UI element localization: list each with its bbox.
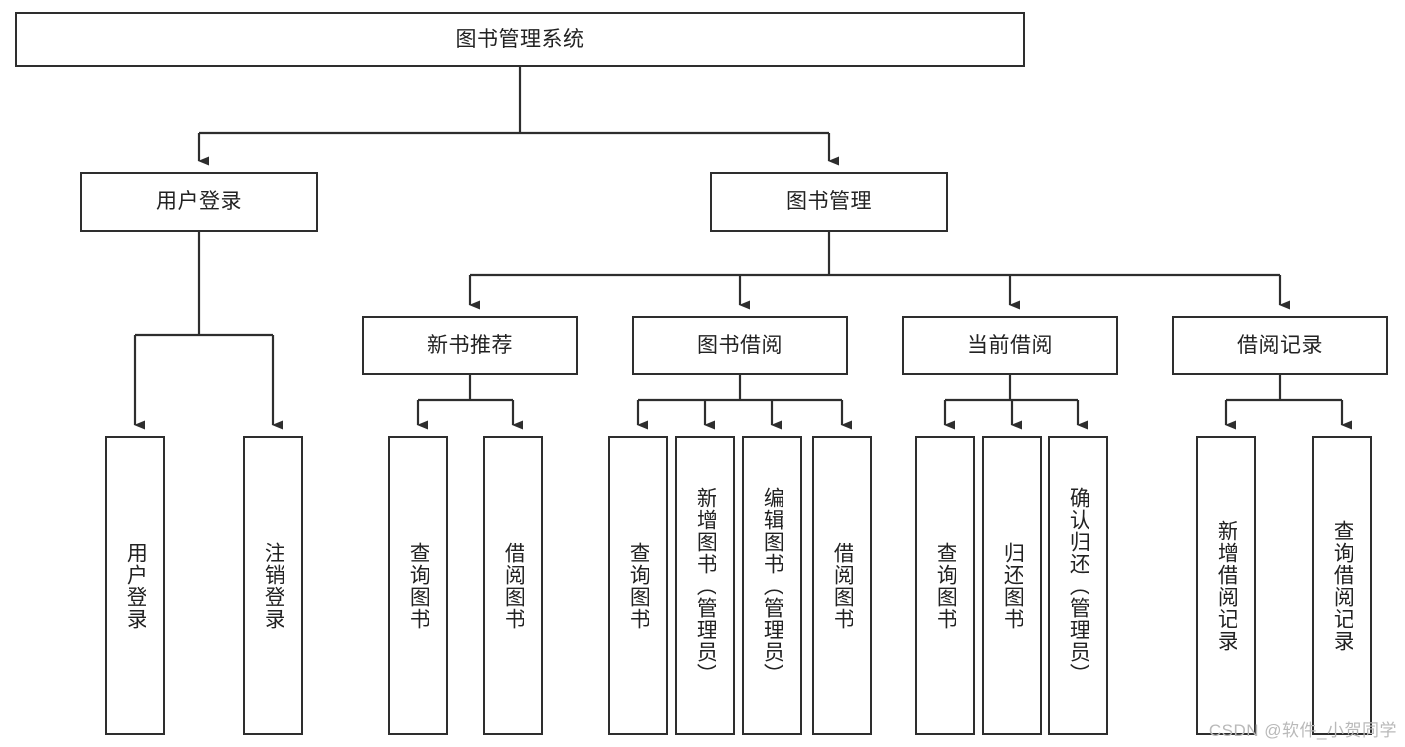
level2-node-box[interactable]: 借阅记录: [1172, 316, 1388, 375]
leaf-node-box[interactable]: 新增图书（管理员）: [675, 436, 735, 735]
leaf-node-label: 查询图书: [627, 541, 650, 630]
root-node-box[interactable]: 图书管理系统: [15, 12, 1025, 67]
leaf-node-box[interactable]: 编辑图书（管理员）: [742, 436, 802, 735]
leaf-node-box[interactable]: 用户登录: [105, 436, 165, 735]
level2-node-label: 借阅记录: [1237, 333, 1323, 357]
leaf-node-box[interactable]: 查询图书: [608, 436, 668, 735]
leaf-node-box[interactable]: 查询图书: [388, 436, 448, 735]
leaf-node-label: 编辑图书（管理员）: [761, 486, 784, 685]
leaf-node-box[interactable]: 借阅图书: [812, 436, 872, 735]
leaf-node-box[interactable]: 查询图书: [915, 436, 975, 735]
leaf-node-label: 查询图书: [934, 541, 957, 630]
level1-node-label: 用户登录: [156, 190, 242, 214]
level2-node-label: 图书借阅: [697, 333, 783, 357]
level2-node-label: 当前借阅: [967, 333, 1053, 357]
leaf-node-label: 注销登录: [262, 541, 285, 630]
level2-node-box[interactable]: 图书借阅: [632, 316, 848, 375]
leaf-node-label: 确认归还（管理员）: [1067, 486, 1090, 685]
leaf-node-box[interactable]: 注销登录: [243, 436, 303, 735]
level2-node-box[interactable]: 新书推荐: [362, 316, 578, 375]
leaf-node-label: 新增借阅记录: [1215, 519, 1238, 652]
leaf-node-box[interactable]: 新增借阅记录: [1196, 436, 1256, 735]
leaf-node-label: 用户登录: [124, 541, 147, 630]
leaf-node-box[interactable]: 确认归还（管理员）: [1048, 436, 1108, 735]
root-node-label: 图书管理系统: [455, 27, 585, 51]
level1-node-label: 图书管理: [786, 190, 872, 214]
level2-node-box[interactable]: 当前借阅: [902, 316, 1118, 375]
leaf-node-label: 借阅图书: [831, 541, 854, 630]
leaf-node-box[interactable]: 借阅图书: [483, 436, 543, 735]
csdn-watermark: CSDN @软件_小贺同学: [1208, 721, 1397, 740]
leaf-node-label: 归还图书: [1001, 541, 1024, 630]
leaf-node-box[interactable]: 归还图书: [982, 436, 1042, 735]
leaf-node-box[interactable]: 查询借阅记录: [1312, 436, 1372, 735]
level2-node-label: 新书推荐: [427, 333, 513, 357]
leaf-node-label: 新增图书（管理员）: [694, 486, 717, 685]
level1-node-box[interactable]: 用户登录: [80, 172, 318, 232]
leaf-node-label: 查询借阅记录: [1331, 519, 1354, 652]
leaf-node-label: 查询图书: [407, 541, 430, 630]
leaf-node-label: 借阅图书: [502, 541, 525, 630]
level1-node-box[interactable]: 图书管理: [710, 172, 948, 232]
